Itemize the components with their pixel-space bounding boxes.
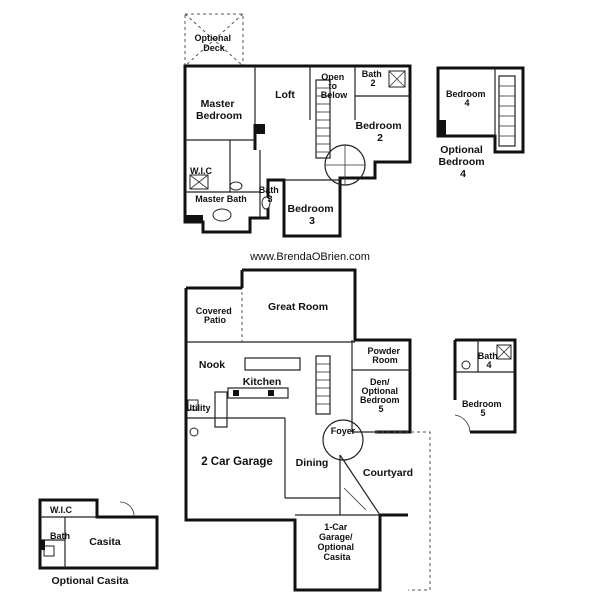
wic-label: W.I.C: [190, 166, 212, 176]
dining-label: Dining: [296, 457, 329, 469]
kitchen-label: Kitchen: [243, 376, 282, 388]
foyer-label: Foyer: [331, 426, 356, 436]
optional-bedroom-4-plan: Bedroom 4 Optional Bedroom 4: [436, 66, 525, 180]
one-car-garage-label: 1-Car Garage/ Optional Casita: [317, 522, 356, 562]
bath-2-label: Bath 2: [362, 69, 385, 88]
bath-3-label: Bath 3: [259, 185, 282, 204]
website-url: www.BrendaOBrien.com: [249, 251, 370, 263]
two-car-garage-label: 2 Car Garage: [201, 456, 273, 468]
great-room-label: Great Room: [268, 301, 328, 313]
casita-bath-label: Bath: [50, 531, 70, 541]
optional-bedroom-4-label: Optional Bedroom 4: [438, 144, 487, 180]
bedroom-3-label: Bedroom 3: [287, 203, 336, 227]
upper-floor-plan: Optional Deck Master Bedroom Loft Open t…: [183, 13, 412, 238]
main-stair: [315, 355, 331, 415]
bedroom-5-label: Bedroom 5: [462, 399, 504, 418]
bath-4-label: Bath 4: [478, 351, 501, 370]
optional-deck-label: Optional Deck: [194, 33, 233, 53]
main-floor-plan: Covered Patio Great Room Nook Kitchen Ut…: [184, 268, 431, 592]
optional-casita-plan: W.I.C Bath Casita Optional Casita: [38, 498, 159, 587]
optional-bedroom-5-plan: Bath 4 Bedroom 5: [453, 338, 517, 434]
open-to-below-label: Open to Below: [321, 72, 349, 100]
upper-stair: [315, 79, 331, 159]
bedroom-4-label: Bedroom 4: [446, 89, 488, 108]
courtyard-label: Courtyard: [363, 467, 413, 479]
den-label: Den/ Optional Bedroom 5: [360, 377, 402, 414]
powder-room-label: Powder Room: [367, 346, 402, 365]
casita-wic-label: W.I.C: [50, 505, 72, 515]
nook-label: Nook: [199, 359, 225, 371]
courtyard-outline: [375, 431, 431, 591]
covered-patio-label: Covered Patio: [196, 306, 235, 325]
master-bedroom-label: Master Bedroom: [196, 98, 242, 122]
master-bath-label: Master Bath: [195, 194, 247, 204]
bedroom-2-label: Bedroom 2: [355, 120, 404, 144]
main-floor-outer-walls: [184, 288, 408, 592]
casita-label: Casita: [89, 536, 121, 548]
optional-casita-caption: Optional Casita: [51, 575, 128, 587]
loft-label: Loft: [275, 89, 295, 101]
utility-label: Utility: [185, 403, 210, 413]
